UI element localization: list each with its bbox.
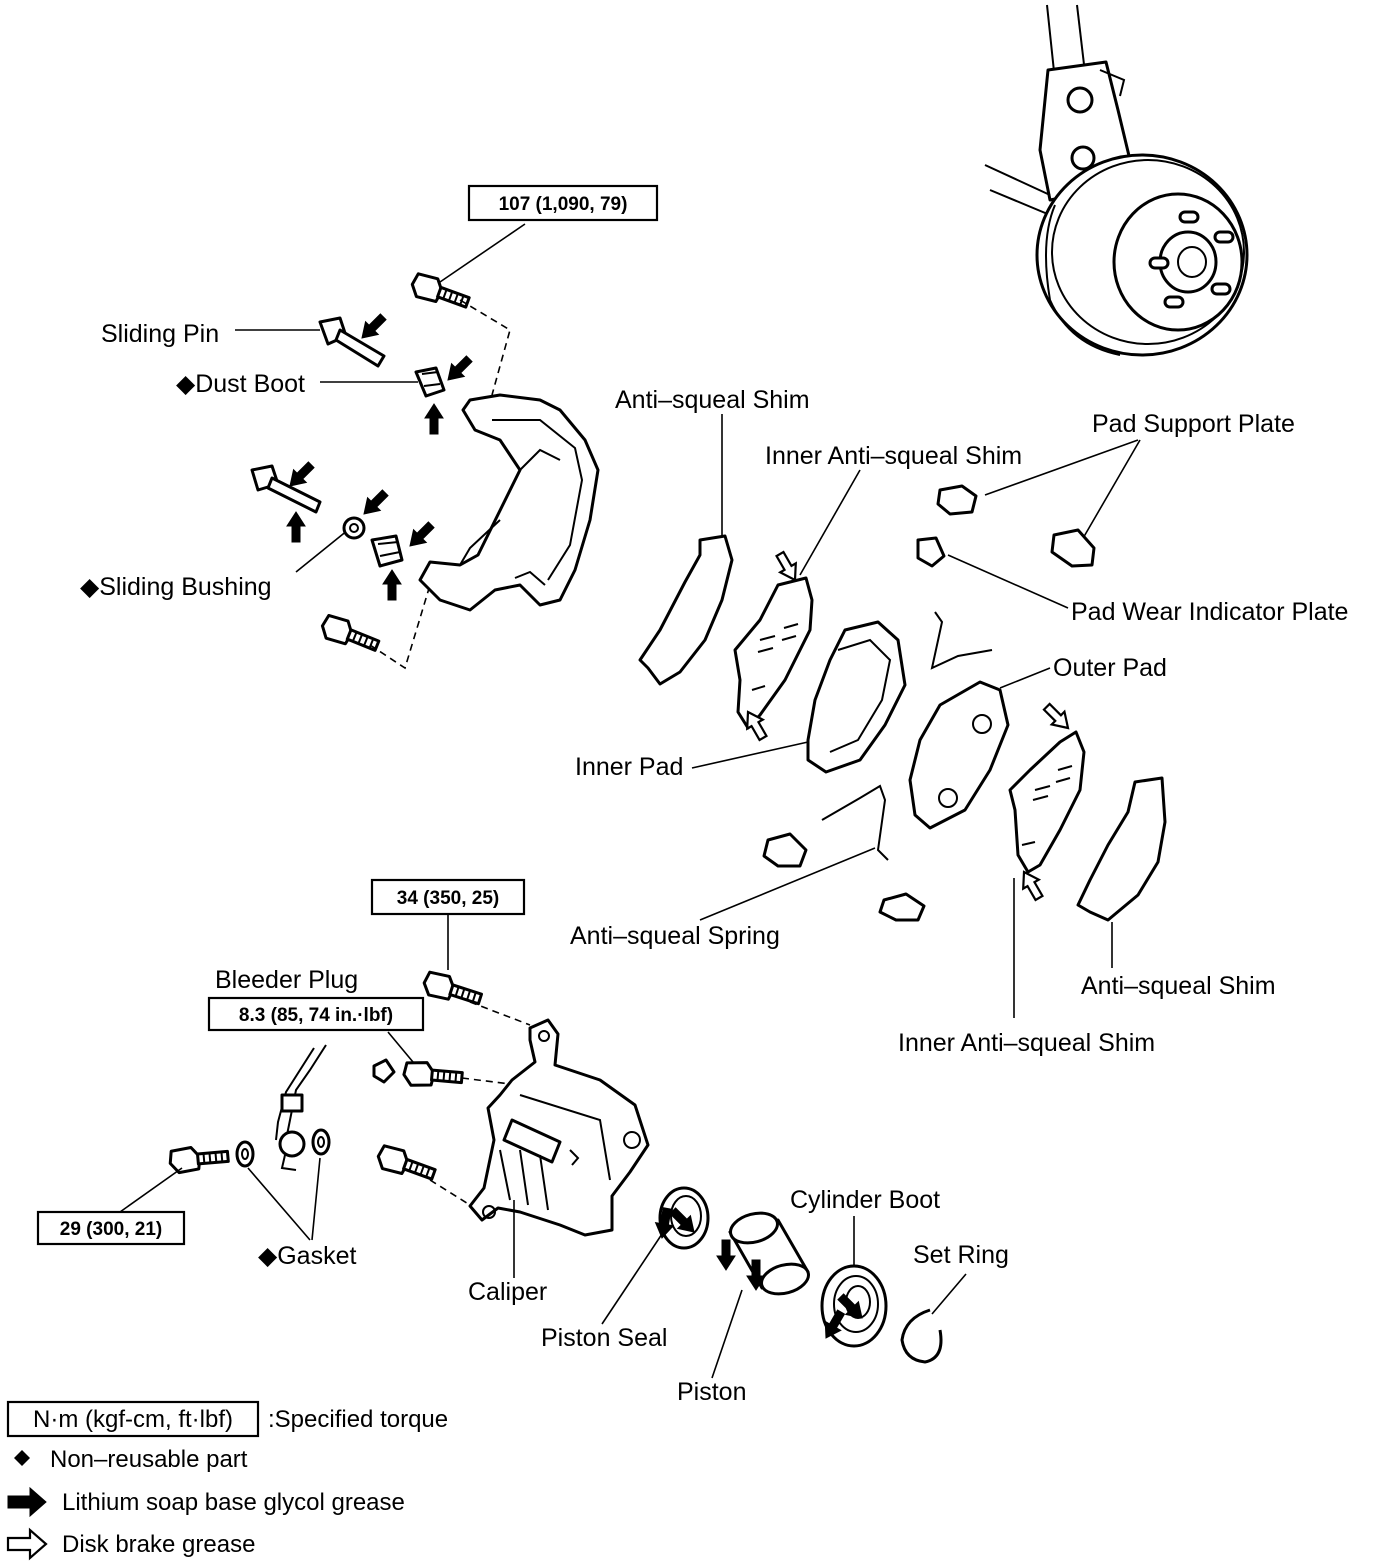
label-piston-seal: Piston Seal (541, 1324, 667, 1352)
label-caliper: Caliper (468, 1278, 547, 1306)
legend-torque-desc: :Specified torque (268, 1406, 448, 1433)
diamond-icon (14, 1450, 30, 1466)
set-ring (900, 1308, 943, 1364)
disk-brake-grease-arrow-icon (1015, 866, 1048, 904)
legend-lithium-grease: Lithium soap base glycol grease (62, 1489, 405, 1516)
label-pad-support-plate: Pad Support Plate (1092, 410, 1295, 438)
label-bleeder-plug: Bleeder Plug (215, 966, 358, 994)
anti-squeal-spring-upper (930, 611, 993, 670)
piston (728, 1211, 810, 1296)
brake-hose (285, 1044, 327, 1141)
torque-caliper-bolt: 34 (350, 25) (397, 888, 499, 909)
inner-anti-squeal-shim-bottom (1008, 730, 1086, 874)
sliding-pin (318, 316, 386, 368)
dust-boot (414, 366, 446, 398)
bleeder-plug (401, 1059, 465, 1092)
lithium-grease-arrow-icon (424, 403, 444, 435)
pad-support-plate-upper-right (1050, 528, 1096, 568)
torque-union-bolt: 29 (300, 21) (60, 1219, 162, 1240)
label-anti-squeal-spring: Anti–squeal Spring (570, 922, 780, 950)
torque-mounting-bolt: 107 (1,090, 79) (499, 194, 628, 215)
label-piston: Piston (677, 1378, 746, 1406)
label-anti-squeal-shim-top: Anti–squeal Shim (615, 386, 810, 414)
caliper (468, 1018, 650, 1237)
label-inner-anti-squeal-shim-bottom: Inner Anti–squeal Shim (898, 1029, 1155, 1057)
inner-anti-squeal-shim-top (733, 576, 814, 730)
anti-squeal-shim-top (638, 534, 734, 686)
pad-wear-indicator-plate (916, 536, 946, 568)
lithium-grease-arrow-icon (355, 309, 391, 345)
solid-arrow-icon (7, 1486, 47, 1518)
torque-bleeder-plug: 8.3 (85, 74 in.·lbf) (239, 1005, 393, 1026)
label-sliding-pin: Sliding Pin (101, 320, 219, 348)
torque-box-union-bolt (36, 1210, 186, 1246)
mounting-bolt-upper (407, 269, 474, 316)
inner-pad (806, 620, 907, 774)
legend: N·m (kgf-cm, ft·lbf) :Specified torque N… (6, 1400, 448, 1561)
outer-pad (908, 680, 1010, 830)
label-outer-pad: Outer Pad (1053, 654, 1167, 682)
lithium-grease-arrow-icon (357, 485, 393, 521)
lithium-grease-arrow-icon (441, 351, 477, 387)
gasket-right (311, 1128, 331, 1156)
anti-squeal-spring-lower (821, 784, 889, 861)
mounting-bracket (418, 393, 600, 612)
sliding-pin-lower (250, 464, 322, 514)
legend-disk-brake-grease: Disk brake grease (62, 1531, 255, 1558)
gasket-left (235, 1140, 255, 1168)
anti-squeal-shim-bottom (1076, 776, 1167, 922)
lithium-grease-arrow-icon (403, 517, 439, 553)
legend-non-reusable: Non–reusable part (50, 1446, 248, 1473)
label-inner-anti-squeal-shim-top: Inner Anti–squeal Shim (765, 442, 1022, 470)
pad-support-plate-upper-left (936, 484, 978, 516)
bleeder-cap (372, 1058, 396, 1084)
legend-torque-box (6, 1400, 260, 1438)
caliper-bolt-lower (373, 1141, 440, 1188)
lithium-grease-arrow-icon (286, 511, 306, 543)
torque-box-mounting-bolt (467, 184, 659, 222)
pad-support-plate-lower-left (762, 832, 808, 868)
label-set-ring: Set Ring (913, 1241, 1009, 1269)
label-anti-squeal-shim-bottom: Anti–squeal Shim (1081, 972, 1276, 1000)
label-dust-boot: ◆Dust Boot (176, 370, 305, 398)
legend-torque-unit: N·m (kgf-cm, ft·lbf) (33, 1406, 233, 1433)
hose-union (278, 1130, 306, 1158)
lithium-grease-arrow-icon (716, 1239, 736, 1271)
disk-brake-grease-arrow-icon (1039, 699, 1076, 736)
union-bolt (167, 1142, 231, 1175)
sliding-bushing (342, 516, 366, 540)
mounting-bolt-lower (317, 611, 383, 659)
open-arrow-icon (6, 1527, 48, 1561)
pad-support-plate-lower-right (878, 892, 926, 922)
knuckle-and-disc (984, 4, 1249, 357)
torque-box-bleeder-plug (207, 996, 425, 1032)
label-pad-wear-indicator-plate: Pad Wear Indicator Plate (1071, 598, 1348, 626)
label-inner-pad: Inner Pad (575, 753, 683, 781)
lithium-grease-arrow-icon (382, 569, 402, 601)
label-gasket: ◆Gasket (258, 1242, 356, 1270)
label-sliding-bushing: ◆Sliding Bushing (80, 573, 272, 601)
dust-boot-lower (370, 534, 404, 568)
label-cylinder-boot: Cylinder Boot (790, 1186, 940, 1214)
